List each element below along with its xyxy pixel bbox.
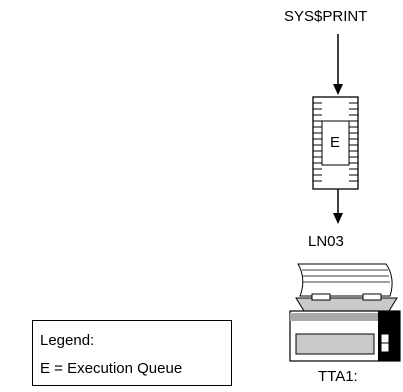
arrow-to-printer [333,189,343,224]
execution-queue-icon [312,96,359,190]
printer-name-label: LN03 [308,233,344,250]
legend-entry: E = Execution Queue [40,360,183,377]
arrow-to-queue [333,34,343,95]
legend-title: Legend: [40,332,95,349]
printer-icon [289,263,401,362]
queue-letter: E [330,134,341,151]
queue-source-label: SYS$PRINT [284,8,368,25]
legend-box: Legend: E = Execution Queue [32,320,232,386]
device-name-label: TTA1: [318,368,358,385]
